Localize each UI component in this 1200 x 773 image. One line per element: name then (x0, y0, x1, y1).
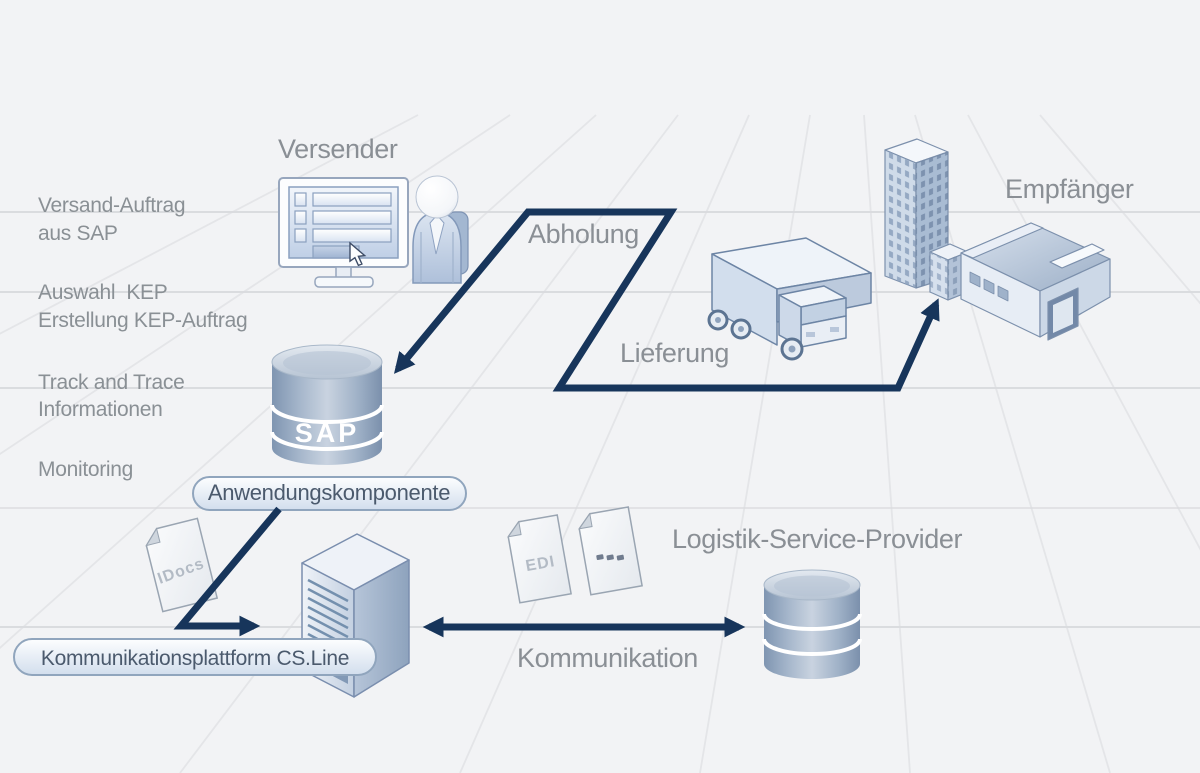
empfaenger-buildings (884, 138, 1111, 341)
note-track-trace-line2: Informationen (38, 398, 163, 421)
edi-label: EDI (524, 553, 556, 575)
user-icon (412, 175, 469, 284)
note-monitoring: Monitoring (38, 458, 133, 481)
abholung-lieferung-arrow (393, 208, 940, 392)
monitor-form-rows (294, 192, 392, 259)
user-head (415, 175, 459, 219)
monitor-stand-base (314, 276, 374, 288)
note-versand-auftrag-line2: aus SAP (38, 222, 118, 245)
dots-glyph (596, 554, 625, 561)
note-track-trace-line1: Track and Trace (38, 371, 184, 394)
idocs-to-platform-arrow (173, 506, 282, 637)
cursor-icon (349, 241, 367, 267)
kommunikationsplattform-pill: Kommunikationsplattform CS.Line (13, 638, 377, 676)
edi-document-icon: EDI (507, 514, 572, 604)
anwendungskomponente-pill: Anwendungskomponente (192, 476, 467, 511)
process-notes: Versand-Auftrag aus SAP Auswahl KEP Erst… (38, 194, 248, 481)
lieferung-label: Lieferung (620, 338, 729, 368)
versender-label: Versender (278, 134, 398, 164)
kommunikationsplattform-label: Kommunikationsplattform CS.Line (41, 647, 349, 670)
warehouse-icon (960, 222, 1111, 341)
truck-icon (707, 237, 872, 361)
sap-label: SAP (295, 418, 360, 448)
anwendungskomponente-label: Anwendungskomponente (208, 480, 450, 505)
note-auswahl-kep-line2: Erstellung KEP-Auftrag (38, 309, 247, 332)
message-document-icon (578, 506, 643, 596)
tie (429, 214, 445, 255)
note-auswahl-kep-line1: Auswahl KEP (38, 281, 167, 304)
monitor-icon (278, 177, 409, 288)
logistik-service-provider-label: Logistik-Service-Provider (672, 524, 963, 554)
lsp-database-icon (762, 569, 862, 679)
kommunikation-label: Kommunikation (517, 643, 698, 673)
empfaenger-label: Empfänger (1005, 174, 1134, 204)
abholung-label: Abholung (528, 219, 639, 249)
idocs-document-icon: IDocs (145, 517, 219, 613)
note-versand-auftrag-line1: Versand-Auftrag (38, 194, 185, 217)
sap-database-icon: SAP (270, 344, 384, 465)
